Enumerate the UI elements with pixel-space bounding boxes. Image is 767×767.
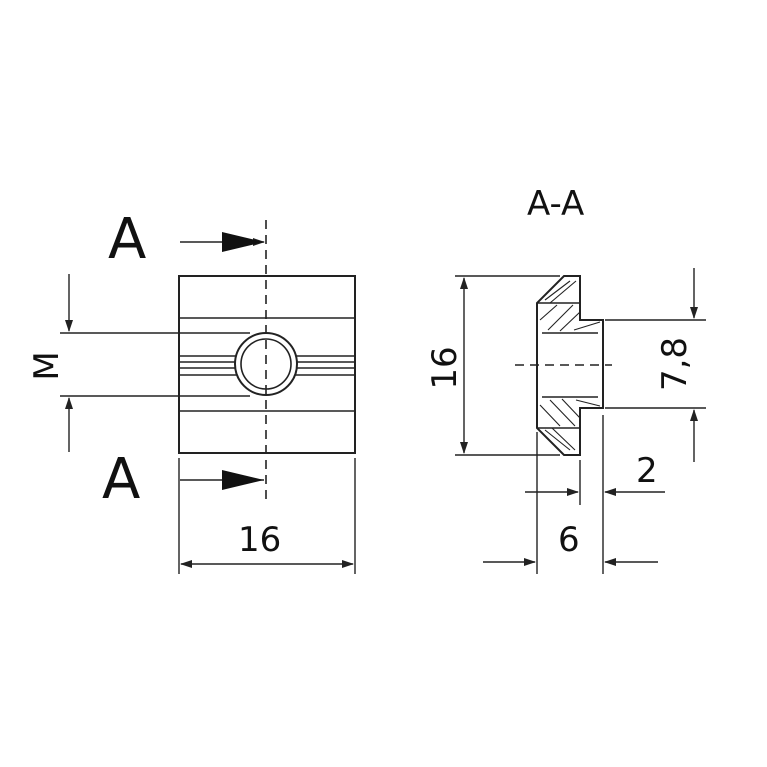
section-hatching bbox=[539, 280, 601, 451]
front-view: A A 16 M bbox=[27, 207, 356, 574]
height-dimension-label: 16 bbox=[425, 346, 465, 389]
section-title: A-A bbox=[527, 184, 584, 224]
section-view: A-A 16 bbox=[425, 184, 706, 574]
nut-body-outline bbox=[178, 275, 356, 454]
flange-dimension-label: 2 bbox=[636, 451, 658, 491]
width-dimension-label: 16 bbox=[238, 520, 281, 560]
total-depth-dimension-label: 6 bbox=[558, 520, 580, 560]
section-marker-top: A bbox=[108, 207, 146, 272]
thread-depth-dimension-label: 7,8 bbox=[655, 337, 695, 391]
thread-dimension-label: M bbox=[27, 351, 67, 380]
section-marker-bottom: A bbox=[102, 447, 140, 512]
section-profile-outline bbox=[536, 275, 604, 456]
